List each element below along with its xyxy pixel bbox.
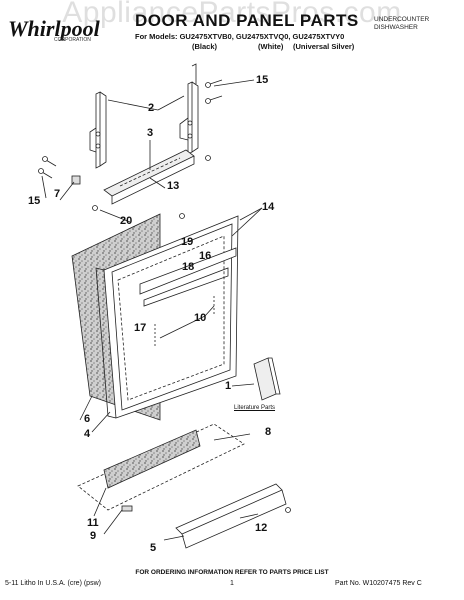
color-black: (Black) (192, 42, 218, 51)
brand-logo-sub: CORPORATION (54, 37, 91, 43)
clip-9 (121, 505, 133, 512)
callout-17: 17 (134, 322, 147, 334)
literature-parts-label: Literature Parts (234, 405, 276, 411)
callout-20: 20 (120, 215, 133, 227)
page-number: 1 (230, 580, 234, 587)
brand-logo: Whirlpool (8, 16, 100, 41)
callout-3: 3 (147, 127, 154, 139)
screw-20-top (92, 205, 98, 211)
ordering-info: FOR ORDERING INFORMATION REFER TO PARTS … (135, 569, 329, 576)
callout-11: 11 (87, 517, 99, 529)
top-trim-rail (103, 149, 195, 205)
callout-6: 6 (84, 413, 91, 425)
product-type-line1: UNDERCOUNTER (374, 16, 430, 23)
model-list: For Models: GU2475XTVB0, GU2475XTVQ0, GU… (135, 32, 345, 41)
callout-8: 8 (265, 426, 272, 438)
literature-parts (231, 357, 281, 401)
callout-1: 1 (225, 380, 232, 392)
page-title: DOOR AND PANEL PARTS (135, 11, 359, 30)
clip-7 (71, 175, 81, 185)
color-white: (White) (258, 42, 284, 51)
callout-4: 4 (84, 428, 91, 440)
hinge-screws-right (205, 79, 223, 104)
callout-5: 5 (150, 542, 157, 554)
hinge-bracket-right (179, 63, 199, 155)
callout-19: 19 (181, 236, 194, 248)
callout-15-right: 15 (256, 74, 269, 86)
litho-info: 5-11 Litho In U.S.A. (cre) (psw) (5, 580, 101, 587)
callout-13: 13 (167, 180, 180, 192)
product-type-line2: DISHWASHER (374, 24, 418, 31)
callout-18: 18 (182, 261, 195, 273)
hinge-bracket-left (89, 91, 107, 169)
watermark: AppliancePartsPros.com (62, 0, 402, 29)
callout-2: 2 (148, 102, 155, 114)
callout-9: 9 (90, 530, 97, 542)
callout-16: 16 (199, 250, 212, 262)
toe-kick-panel (77, 423, 251, 517)
screw-20-right (179, 213, 185, 219)
hinge-screws-left (38, 156, 57, 179)
callout-15-left: 15 (28, 195, 41, 207)
part-number: Part No. W10207475 Rev C (335, 580, 422, 587)
door-handle (139, 247, 237, 307)
callout-12: 12 (255, 522, 268, 534)
color-universal-silver: (Universal Silver) (293, 42, 355, 51)
callout-14: 14 (262, 201, 275, 213)
callout-7: 7 (54, 188, 61, 200)
callout-10: 10 (194, 312, 207, 324)
product-type: UNDERCOUNTER DISHWASHER (374, 16, 429, 32)
screw-13 (205, 155, 211, 161)
kick-plate (163, 483, 291, 549)
